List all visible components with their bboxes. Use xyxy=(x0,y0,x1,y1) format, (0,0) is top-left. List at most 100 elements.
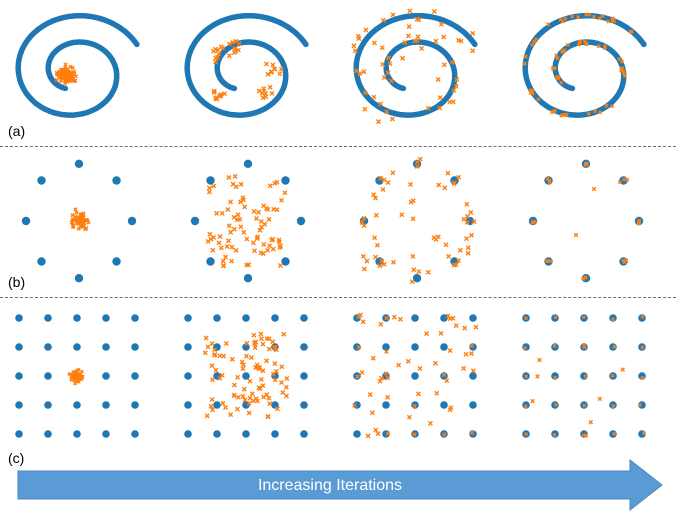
generated-sample xyxy=(619,66,624,71)
generated-sample xyxy=(380,17,386,23)
generated-sample xyxy=(391,259,396,265)
generated-sample xyxy=(405,33,411,39)
generated-sample xyxy=(65,79,70,84)
real-mode xyxy=(522,401,530,409)
generated-sample xyxy=(211,234,217,240)
real-mode xyxy=(15,314,23,322)
real-mode xyxy=(73,343,81,351)
generated-sample xyxy=(417,156,423,162)
generated-sample xyxy=(272,344,278,350)
generated-sample xyxy=(473,324,479,330)
generated-sample xyxy=(408,199,414,205)
generated-sample xyxy=(454,77,460,83)
generated-sample xyxy=(226,175,232,180)
generated-sample xyxy=(267,401,273,407)
generated-sample xyxy=(551,109,556,114)
generated-sample xyxy=(361,266,367,272)
generated-sample xyxy=(523,316,528,321)
generated-sample xyxy=(61,76,66,81)
generated-sample xyxy=(60,68,65,73)
generated-sample xyxy=(628,29,633,34)
generated-sample xyxy=(202,350,208,356)
generated-sample xyxy=(380,187,386,192)
real-spiral xyxy=(184,12,309,118)
panel-b-3 xyxy=(359,156,477,285)
generated-sample xyxy=(565,42,570,48)
generated-sample xyxy=(554,53,559,58)
generated-sample xyxy=(449,59,455,65)
generated-sample xyxy=(451,181,457,187)
generated-sample xyxy=(75,375,80,380)
generated-sample xyxy=(258,377,264,382)
generated-sample xyxy=(276,237,282,243)
generated-sample xyxy=(385,394,391,400)
generated-sample xyxy=(445,313,451,319)
generated-sample xyxy=(469,343,475,349)
generated-sample xyxy=(235,374,241,380)
generated-sample xyxy=(641,431,646,436)
generated-sample xyxy=(523,346,527,350)
generated-sample xyxy=(469,430,475,436)
panel-a-1 xyxy=(15,12,140,118)
generated-sample xyxy=(385,180,391,185)
real-mode xyxy=(213,314,221,322)
generated-sample xyxy=(221,263,227,268)
real-mode xyxy=(102,401,110,409)
generated-sample xyxy=(73,207,78,212)
generated-sample xyxy=(620,59,625,64)
generated-sample xyxy=(377,378,383,384)
real-mode xyxy=(469,401,477,409)
generated-sample xyxy=(602,45,607,50)
generated-sample xyxy=(69,72,74,77)
generated-sample xyxy=(279,380,284,385)
real-mode xyxy=(15,372,23,380)
real-mode xyxy=(411,372,419,380)
generated-sample xyxy=(235,394,241,400)
generated-sample xyxy=(85,218,90,223)
real-mode xyxy=(281,257,290,266)
row-divider-2 xyxy=(0,297,676,298)
generated-sample xyxy=(223,254,229,260)
generated-sample xyxy=(537,357,542,363)
generated-sample xyxy=(229,258,235,264)
real-mode xyxy=(638,430,646,438)
generated-sample xyxy=(546,22,551,27)
generated-sample xyxy=(247,378,253,384)
generated-sample xyxy=(443,242,449,248)
generated-sample xyxy=(367,392,373,398)
generated-sample xyxy=(468,209,474,215)
generated-sample xyxy=(414,16,420,22)
generated-sample xyxy=(561,112,566,117)
real-mode xyxy=(15,430,23,438)
generated-sample xyxy=(256,209,262,215)
generated-sample xyxy=(604,103,609,108)
progress-arrow xyxy=(17,458,663,511)
generated-sample xyxy=(556,75,561,80)
generated-sample xyxy=(470,368,476,374)
generated-sample xyxy=(409,279,415,285)
generated-sample xyxy=(244,340,250,346)
generated-sample xyxy=(558,17,563,22)
panel-a-4 xyxy=(522,12,647,118)
generated-sample xyxy=(536,97,541,102)
generated-sample xyxy=(242,397,248,403)
real-mode xyxy=(213,401,221,409)
real-mode xyxy=(73,430,81,438)
generated-sample xyxy=(73,74,78,79)
generated-sample xyxy=(431,9,437,14)
generated-sample xyxy=(258,250,264,256)
generated-sample xyxy=(433,360,438,366)
generated-sample xyxy=(364,258,370,264)
generated-sample xyxy=(593,109,598,114)
generated-sample xyxy=(610,17,615,22)
generated-sample xyxy=(260,383,266,389)
generated-sample xyxy=(214,210,220,216)
generated-sample xyxy=(450,99,456,105)
generated-sample xyxy=(612,344,617,349)
generated-sample xyxy=(267,183,273,189)
real-mode xyxy=(243,159,253,168)
generated-sample xyxy=(408,181,413,187)
generated-sample xyxy=(412,38,418,44)
generated-sample xyxy=(361,223,367,229)
